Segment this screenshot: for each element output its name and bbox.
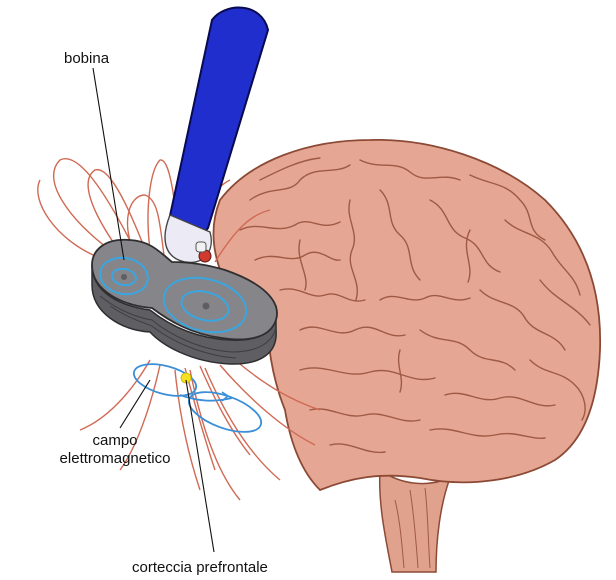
- brainstem: [380, 470, 450, 572]
- coil-label: bobina: [64, 50, 109, 68]
- field-label-line2: elettromagnetico: [40, 450, 190, 468]
- field-label-line1: campo: [40, 432, 190, 450]
- brain: [213, 140, 600, 572]
- cortex-label: corteccia prefrontale: [132, 559, 268, 577]
- field-label: campo elettromagnetico: [40, 432, 190, 468]
